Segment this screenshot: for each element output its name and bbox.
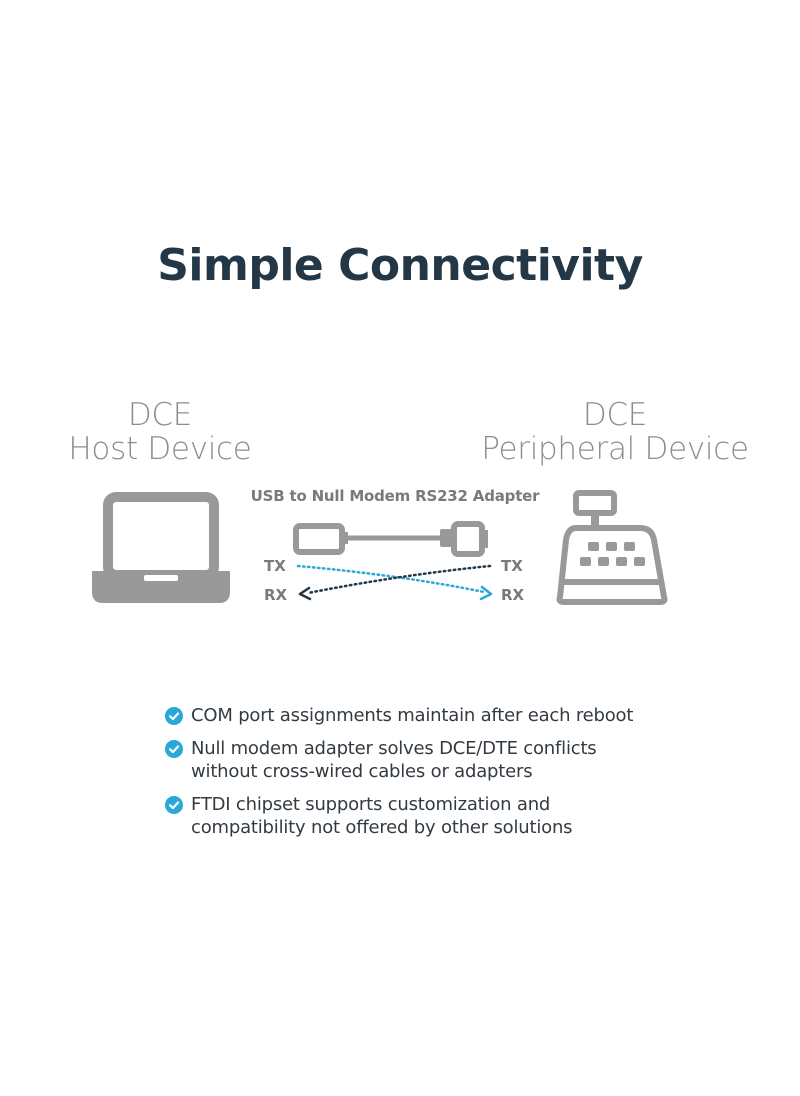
check-circle-icon: [165, 796, 183, 814]
laptop-icon: [92, 492, 230, 603]
tx-to-rx-line: [296, 564, 486, 594]
feature-item: Null modem adapter solves DCE/DTE confli…: [165, 737, 685, 783]
host-device-type: DCE: [127, 397, 193, 433]
host-device-label: Host Device: [68, 431, 252, 467]
feature-item: FTDI chipset supports customization and …: [165, 793, 685, 839]
cable-icon: [293, 521, 488, 557]
check-circle-icon: [165, 707, 183, 725]
peripheral-device-heading: DCE Peripheral Device: [470, 398, 760, 466]
cash-register-icon: [556, 490, 668, 605]
feature-text: without cross-wired cables or adapters: [191, 761, 533, 782]
check-circle-icon: [165, 740, 183, 758]
signal-lines: [296, 564, 493, 601]
tx-right-label: TX: [501, 557, 523, 575]
adapter-label: USB to Null Modem RS232 Adapter: [250, 487, 540, 505]
page-title: Simple Connectivity: [157, 240, 643, 291]
rx-to-tx-line: [306, 564, 492, 595]
rx-left-label: RX: [264, 586, 288, 604]
tx-left-label: TX: [264, 557, 286, 575]
feature-text: FTDI chipset supports customization and: [191, 794, 551, 815]
feature-text: Null modem adapter solves DCE/DTE confli…: [191, 738, 597, 759]
peripheral-device-type: DCE: [582, 397, 648, 433]
tx-to-rx-arrow-icon: [479, 585, 493, 601]
rx-to-tx-arrow-icon: [298, 586, 312, 601]
feature-list: COM port assignments maintain after each…: [165, 704, 685, 849]
peripheral-device-label: Peripheral Device: [481, 431, 749, 467]
feature-item: COM port assignments maintain after each…: [165, 704, 685, 727]
feature-text: compatibility not offered by other solut…: [191, 817, 573, 838]
host-device-heading: DCE Host Device: [40, 398, 280, 466]
rx-right-label: RX: [501, 586, 525, 604]
feature-text: COM port assignments maintain after each…: [191, 705, 634, 726]
